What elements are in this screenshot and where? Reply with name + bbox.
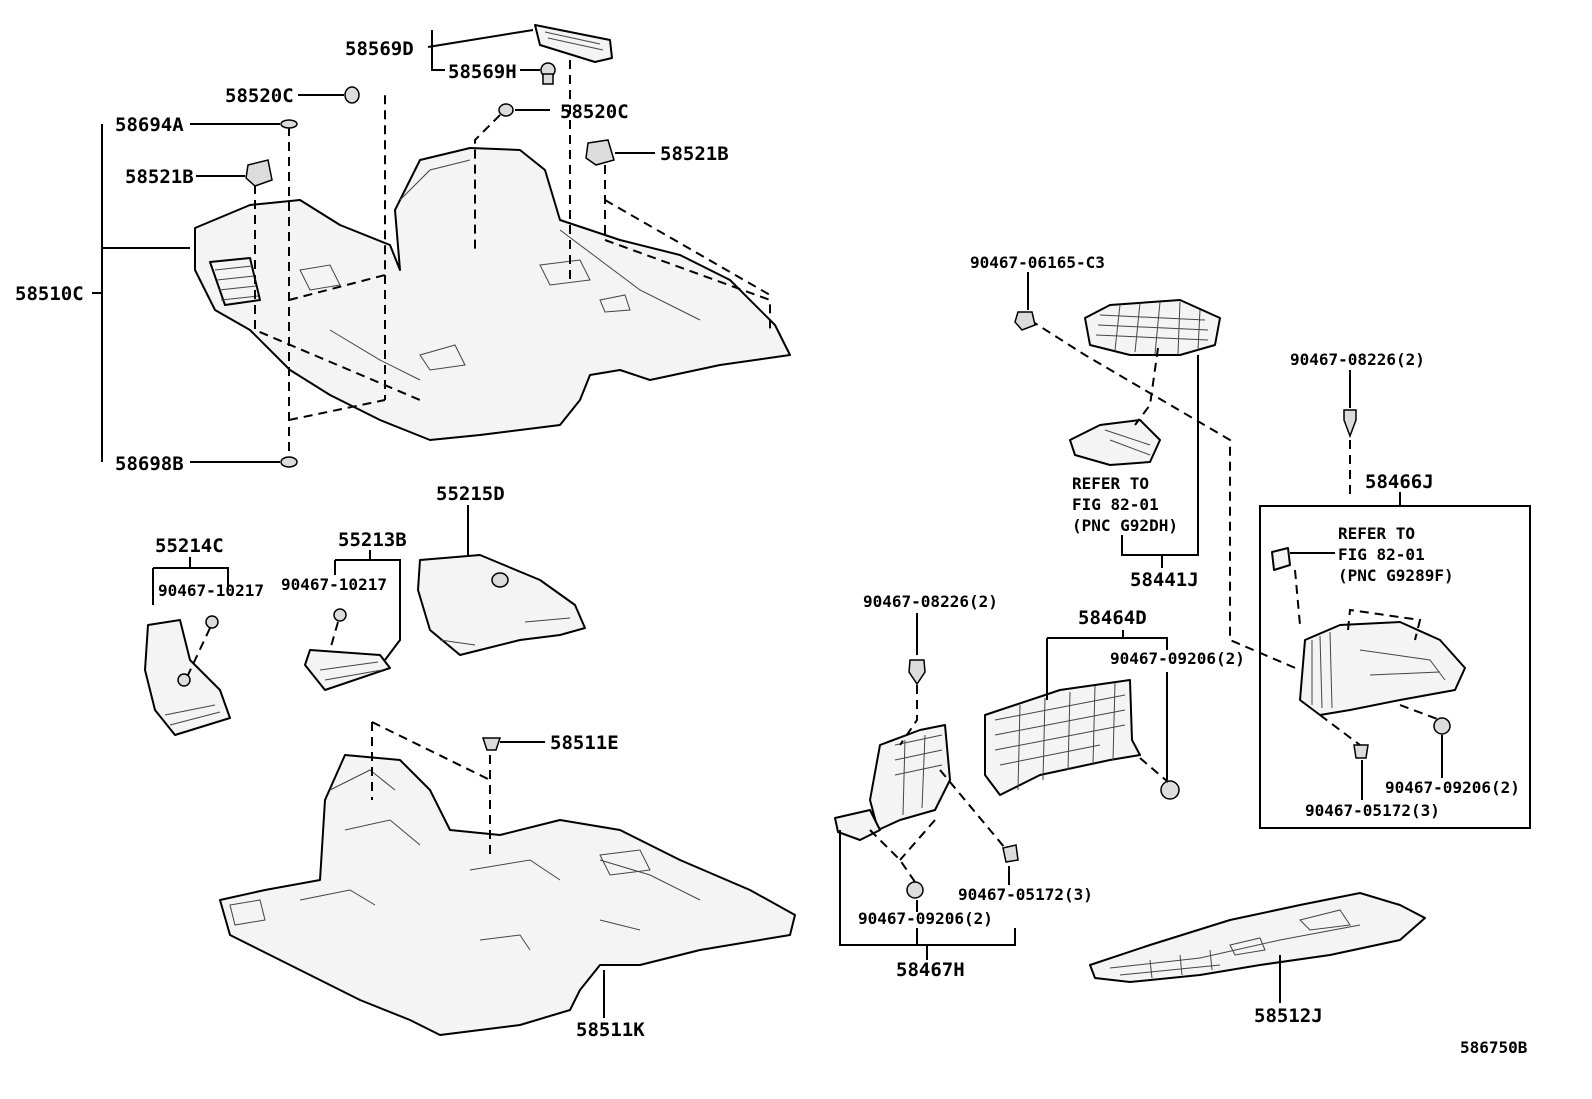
label-55215D: 55215D xyxy=(436,483,505,505)
leaders-58441J xyxy=(1027,272,1199,568)
refer-text-1-line1: REFER TO xyxy=(1072,474,1149,493)
label-90467-06165-C3: 90467-06165-C3 xyxy=(970,253,1105,272)
label-58441J: 58441J xyxy=(1130,569,1199,591)
label-90467-05172-box: 90467-05172(3) xyxy=(1305,801,1440,820)
group-box-58466J xyxy=(1259,505,1531,829)
label-58569H: 58569H xyxy=(448,61,517,83)
label-58569D: 58569D xyxy=(345,38,414,60)
label-90467-09206-box: 90467-09206(2) xyxy=(1385,778,1520,797)
refer-text-1-line2: FIG 82-01 xyxy=(1072,495,1159,514)
figure-id: 586750B xyxy=(1460,1038,1528,1057)
mat-55213B xyxy=(304,608,391,691)
floor-carpet-front xyxy=(194,147,791,441)
label-58511E: 58511E xyxy=(550,732,619,754)
mat-55214C xyxy=(144,615,231,736)
leaders-top xyxy=(92,29,655,463)
fasteners-bottom xyxy=(481,737,502,751)
refer-text-2-line2: FIG 82-01 xyxy=(1338,545,1425,564)
label-58698B: 58698B xyxy=(115,453,184,475)
label-58512J: 58512J xyxy=(1254,1005,1323,1027)
label-90467-09206-top: 90467-09206(2) xyxy=(1110,649,1245,668)
label-90467-08226-center: 90467-08226(2) xyxy=(863,592,998,611)
floor-carpet-rear xyxy=(219,754,796,1036)
leaders-middle-left xyxy=(152,505,469,661)
label-55214C: 55214C xyxy=(155,535,224,557)
label-58521B-right: 58521B xyxy=(660,143,729,165)
refer-text-1-line3: (PNC G92DH) xyxy=(1072,516,1178,535)
label-58694A: 58694A xyxy=(115,114,184,136)
floor-panel-58512J xyxy=(1089,892,1426,983)
fasteners-top xyxy=(245,24,615,468)
mat-55215D xyxy=(417,554,586,656)
refer-text-2-line3: (PNC G9289F) xyxy=(1338,566,1454,585)
label-58521B-left: 58521B xyxy=(125,166,194,188)
label-58511K: 58511K xyxy=(576,1019,645,1041)
trim-58464D xyxy=(984,679,1180,800)
label-58510C: 58510C xyxy=(15,283,84,305)
refer-text-2-line1: REFER TO xyxy=(1338,524,1415,543)
label-58467H: 58467H xyxy=(896,959,965,981)
label-58466J: 58466J xyxy=(1365,471,1434,493)
label-58520C-lower: 58520C xyxy=(560,101,629,123)
trim-58467H xyxy=(834,659,1019,899)
dashed-leaders-top xyxy=(254,60,771,460)
leaders-58466J xyxy=(1290,370,1443,800)
label-90467-09206-bottom: 90467-09206(2) xyxy=(858,909,993,928)
dashed-leaders-bottom xyxy=(371,721,491,860)
label-90467-10217-right: 90467-10217 xyxy=(281,575,387,594)
trim-58441J xyxy=(1014,299,1301,671)
label-58520C-upper: 58520C xyxy=(225,85,294,107)
label-90467-08226-right: 90467-08226(2) xyxy=(1290,350,1425,369)
label-55213B: 55213B xyxy=(338,529,407,551)
leaders-bottom xyxy=(500,741,605,1018)
label-90467-10217-left: 90467-10217 xyxy=(158,581,264,600)
label-90467-05172-center: 90467-05172(3) xyxy=(958,885,1093,904)
trim-58466J xyxy=(1271,409,1466,759)
label-58464D: 58464D xyxy=(1078,607,1147,629)
leaders-center-right xyxy=(839,613,1168,960)
